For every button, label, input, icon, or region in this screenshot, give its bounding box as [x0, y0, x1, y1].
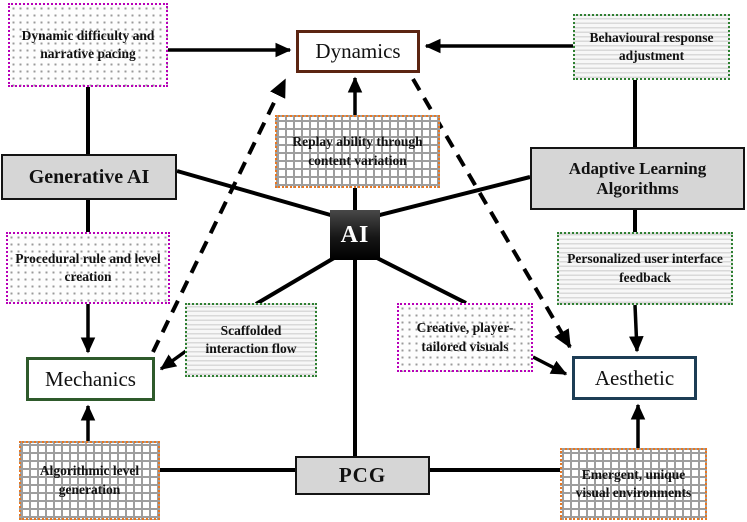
node-creative-visuals: Creative, player-tailored visuals — [397, 303, 533, 372]
node-aesthetic: Aesthetic — [572, 356, 697, 400]
node-personalized-feedback-label: Personalized user interface feedback — [567, 251, 723, 285]
node-algorithmic-generation: Algorithmic level generation — [19, 441, 160, 520]
node-scaffolded-interaction-label: Scaffolded interaction flow — [205, 322, 297, 356]
node-replay-ability-label: Replay ability through content variation — [292, 134, 423, 168]
arrow-creative-aesthetic — [532, 355, 568, 376]
node-mechanics: Mechanics — [26, 357, 155, 401]
node-adaptive-learning: Adaptive Learning Algorithms — [530, 147, 745, 210]
arrow-personalized-aesthetic — [629, 304, 644, 353]
node-dynamic-difficulty: Dynamic difficulty and narrative pacing — [8, 3, 168, 87]
node-pcg: PCG — [295, 456, 430, 495]
node-mechanics-label: Mechanics — [45, 366, 136, 391]
node-algorithmic-generation-label: Algorithmic level generation — [39, 463, 140, 497]
node-procedural-rule: Procedural rule and level creation — [6, 232, 170, 304]
node-personalized-feedback: Personalized user interface feedback — [557, 232, 733, 305]
arrow-scaffolded-mechanics — [159, 349, 188, 371]
node-ai-center-label: AI — [340, 221, 370, 248]
node-creative-visuals-label: Creative, player-tailored visuals — [416, 320, 514, 354]
edge-ai-scaffolded — [254, 256, 336, 306]
node-generative-ai: Generative AI — [1, 154, 177, 200]
node-emergent-environments: Emergent, unique visual environments — [560, 448, 707, 520]
node-scaffolded-interaction: Scaffolded interaction flow — [185, 303, 317, 377]
node-dynamics-label: Dynamics — [315, 39, 401, 63]
arrow-mechanics-dynamics-dashed — [151, 78, 287, 353]
node-emergent-environments-label: Emergent, unique visual environments — [575, 466, 692, 500]
node-dynamics: Dynamics — [296, 30, 420, 73]
node-replay-ability: Replay ability through content variation — [275, 115, 440, 188]
node-adaptive-learning-label: Adaptive Learning Algorithms — [568, 158, 707, 198]
node-pcg-label: PCG — [338, 463, 387, 487]
edge-ai-creative — [376, 256, 467, 305]
node-dynamic-difficulty-label: Dynamic difficulty and narrative pacing — [21, 27, 155, 61]
node-ai-center: AI — [330, 210, 380, 260]
edge-ai-ala — [375, 175, 531, 218]
node-procedural-rule-label: Procedural rule and level creation — [15, 250, 161, 284]
node-aesthetic-label: Aesthetic — [594, 365, 675, 390]
node-behavioural-response-label: Behavioural response adjustment — [589, 29, 714, 63]
edge-genai-ai — [176, 169, 335, 218]
node-behavioural-response: Behavioural response adjustment — [573, 14, 730, 80]
node-generative-ai-label: Generative AI — [28, 165, 150, 188]
